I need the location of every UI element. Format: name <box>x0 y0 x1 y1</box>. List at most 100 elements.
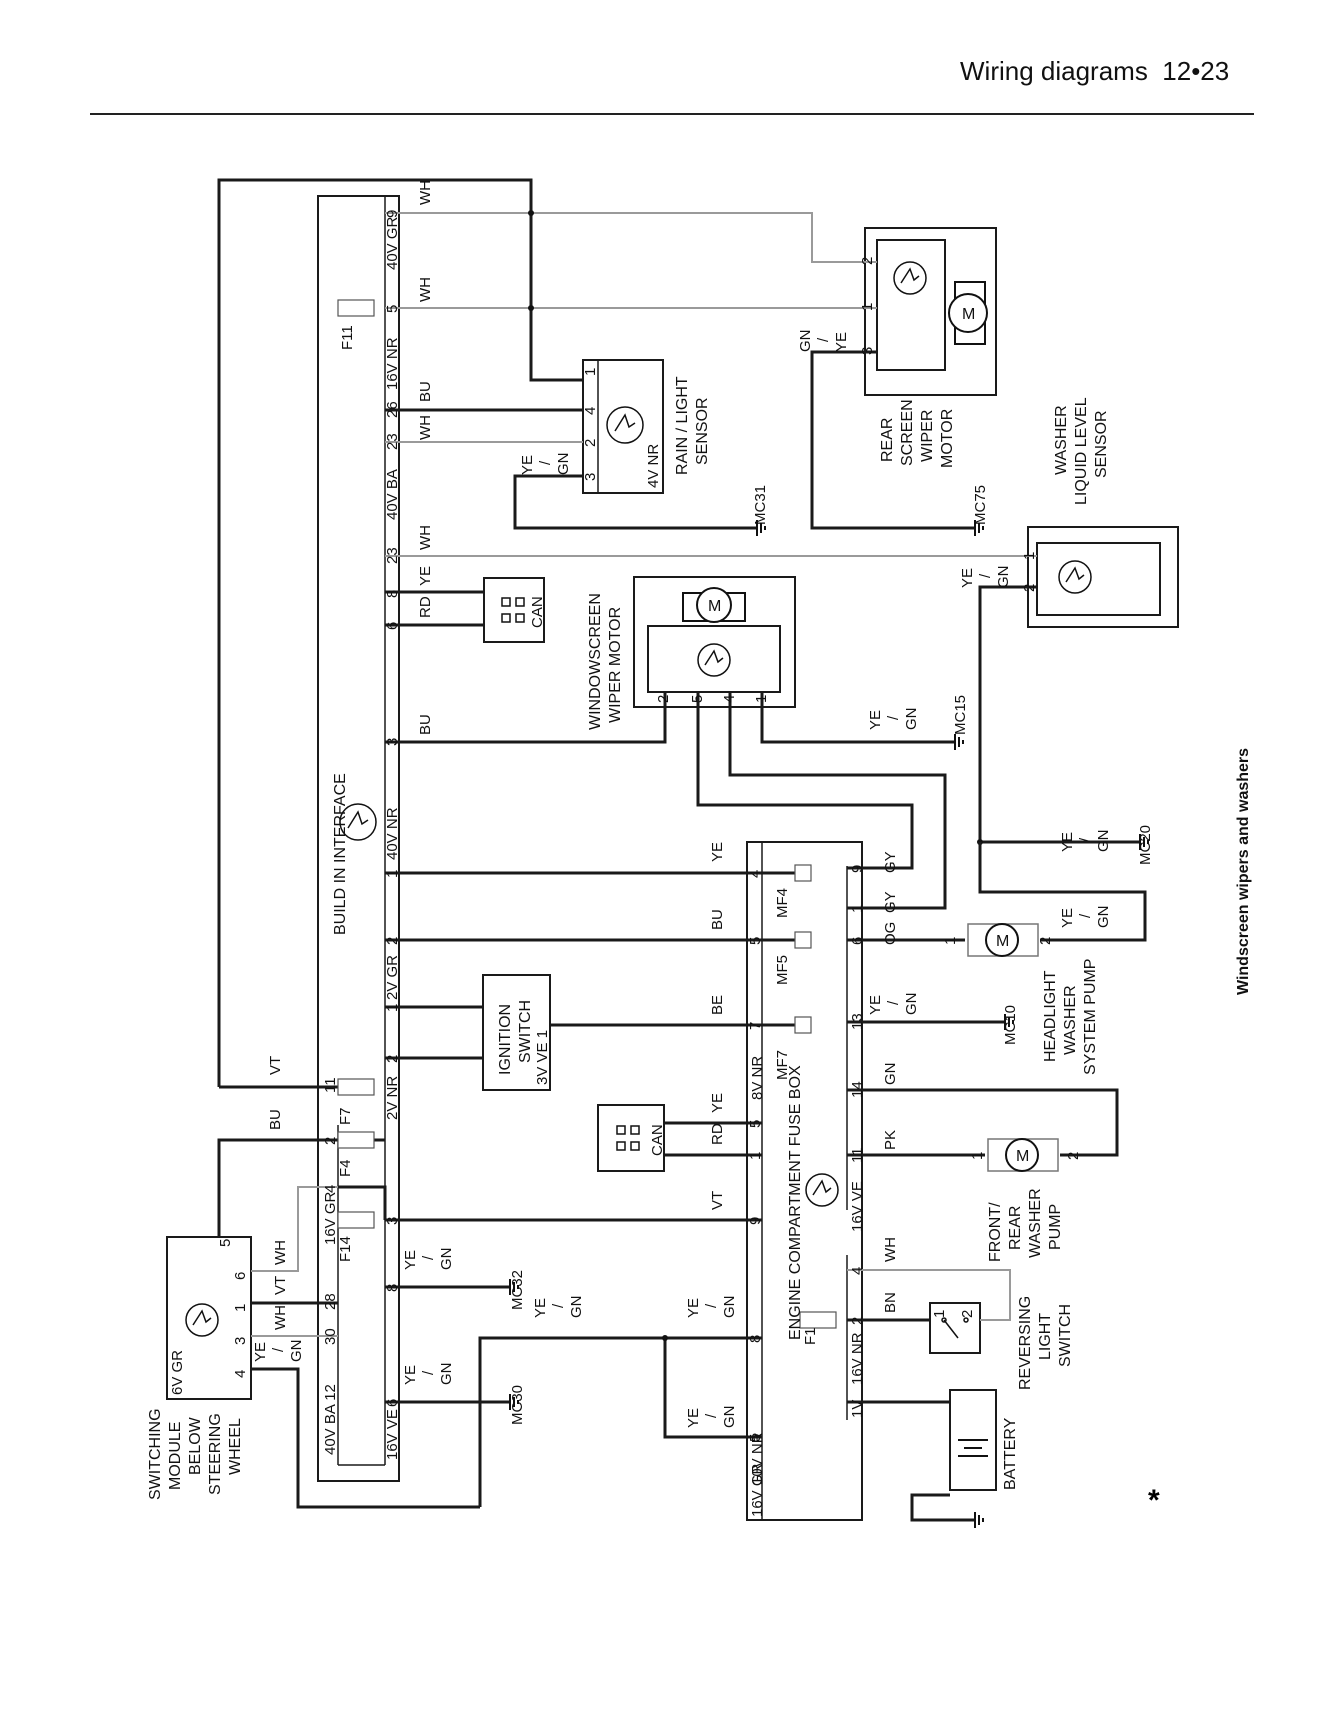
svg-text:MC30: MC30 <box>509 1385 526 1425</box>
svg-text:OG: OG <box>882 922 899 945</box>
svg-text:3V VE 1: 3V VE 1 <box>534 1030 551 1085</box>
svg-text:MC75: MC75 <box>972 485 989 525</box>
svg-text:WH: WH <box>417 277 434 302</box>
header-title: Wiring diagrams <box>960 56 1148 86</box>
svg-text:16V GR: 16V GR <box>749 1463 766 1517</box>
svg-text:GN: GN <box>903 993 920 1016</box>
svg-text:MC20: MC20 <box>1137 825 1154 865</box>
ground-mc10 <box>1004 1014 1014 1030</box>
svg-text:RD: RD <box>417 596 434 618</box>
ignition-switch-box <box>482 974 551 1091</box>
svg-text:14: 14 <box>849 1081 866 1098</box>
svg-text:4: 4 <box>721 695 738 703</box>
can-network-icon-top <box>501 597 525 623</box>
svg-text:ENGINE COMPARTMENT FUSE BOX: ENGINE COMPARTMENT FUSE BOX <box>787 1065 804 1340</box>
page-header: Wiring diagrams 12•23 <box>960 56 1229 87</box>
svg-text:MC10: MC10 <box>1002 1005 1019 1045</box>
svg-text:GN: GN <box>1095 830 1112 853</box>
svg-text:VT: VT <box>267 1056 284 1075</box>
svg-text:MOTOR: MOTOR <box>939 409 956 468</box>
svg-text:RD: RD <box>709 1123 726 1145</box>
svg-text:9: 9 <box>384 210 401 218</box>
svg-text:16V VE: 16V VE <box>849 1181 866 1232</box>
svg-text:9: 9 <box>747 1217 764 1225</box>
svg-text:40V BA: 40V BA <box>384 469 401 520</box>
bu-wire-switching <box>217 1138 385 1237</box>
svg-text:2: 2 <box>322 1137 339 1145</box>
ground-battery <box>974 1512 984 1528</box>
svg-text:1: 1 <box>384 870 401 878</box>
svg-text:23: 23 <box>384 547 401 564</box>
svg-text:40V GR: 40V GR <box>384 216 401 270</box>
svg-text:/: / <box>815 337 832 342</box>
fuse-mf4 <box>794 864 812 882</box>
fuse-f7 <box>337 1078 375 1096</box>
svg-text:YE: YE <box>959 568 976 588</box>
wh-wire-pin9 <box>385 212 877 263</box>
svg-text:4: 4 <box>747 870 764 878</box>
svg-text:2: 2 <box>384 937 401 945</box>
svg-text:3: 3 <box>232 1337 249 1345</box>
svg-text:3: 3 <box>384 1217 401 1225</box>
svg-text:/: / <box>420 1370 437 1375</box>
fuse-f4 <box>337 1131 375 1149</box>
svg-text:1: 1 <box>969 1152 986 1160</box>
ground-mc75 <box>974 520 984 536</box>
svg-text:M: M <box>996 933 1009 950</box>
label-build-in-interface: BUILD IN INTERFACE <box>332 773 349 935</box>
svg-text:1: 1 <box>582 368 599 376</box>
svg-text:YE: YE <box>417 566 434 586</box>
svg-text:5: 5 <box>217 1239 234 1247</box>
svg-text:SWITCH: SWITCH <box>517 1000 534 1063</box>
svg-text:CAN: CAN <box>529 596 546 628</box>
svg-text:YE: YE <box>709 1093 726 1113</box>
ground-mc20 <box>1139 834 1149 850</box>
svg-text:WINDOWSCREEN: WINDOWSCREEN <box>587 593 604 730</box>
svg-text:GN: GN <box>797 330 814 353</box>
interface-module-icon <box>339 803 377 841</box>
svg-text:GY: GY <box>882 851 899 873</box>
ground-mc15 <box>954 734 964 750</box>
svg-text:2: 2 <box>1065 1152 1082 1160</box>
svg-text:23: 23 <box>384 433 401 450</box>
svg-text:GN: GN <box>721 1406 738 1429</box>
svg-text:2: 2 <box>582 439 599 447</box>
svg-text:/: / <box>885 1000 902 1005</box>
battery-icon <box>958 1439 988 1457</box>
fuse-box-module-icon <box>805 1173 839 1207</box>
svg-text:GN: GN <box>438 1363 455 1386</box>
svg-text:MF4: MF4 <box>774 888 791 918</box>
can-box-top <box>483 577 545 643</box>
svg-text:F1: F1 <box>802 1327 819 1345</box>
svg-text:GN: GN <box>568 1296 585 1319</box>
svg-text:YE: YE <box>1059 908 1076 928</box>
svg-text:5: 5 <box>747 1120 764 1128</box>
svg-text:1: 1 <box>384 1004 401 1012</box>
svg-text:/: / <box>977 573 994 578</box>
svg-text:4V NR: 4V NR <box>645 444 662 488</box>
svg-text:SENSOR: SENSOR <box>1093 410 1110 478</box>
windscreen-wiper-motor-icon: M <box>682 587 746 623</box>
svg-text:YE: YE <box>532 1298 549 1318</box>
washer-level-ground-wire <box>978 585 1140 844</box>
svg-text:1: 1 <box>232 1304 249 1312</box>
svg-text:MC31: MC31 <box>752 485 769 525</box>
svg-text:2V GR: 2V GR <box>384 955 401 1000</box>
header-rule <box>90 113 1254 115</box>
front-rear-washer-pump-icon: M <box>987 1138 1059 1172</box>
svg-text:MODULE: MODULE <box>167 1422 184 1490</box>
vt-loop-wire <box>217 178 583 1087</box>
svg-text:REAR: REAR <box>879 418 896 462</box>
headlight-washer-pump-icon: M <box>967 923 1039 957</box>
svg-text:/: / <box>537 460 554 465</box>
svg-text:BE: BE <box>709 995 726 1015</box>
svg-text:GN: GN <box>1095 906 1112 929</box>
svg-text:11: 11 <box>849 1147 866 1163</box>
svg-text:4: 4 <box>849 1267 866 1275</box>
ground-mc30 <box>509 1394 519 1410</box>
svg-text:6: 6 <box>849 937 866 945</box>
svg-text:5: 5 <box>689 695 706 703</box>
svg-text:PUMP: PUMP <box>1047 1204 1064 1250</box>
svg-text:4: 4 <box>582 407 599 415</box>
svg-text:F7: F7 <box>337 1107 354 1125</box>
